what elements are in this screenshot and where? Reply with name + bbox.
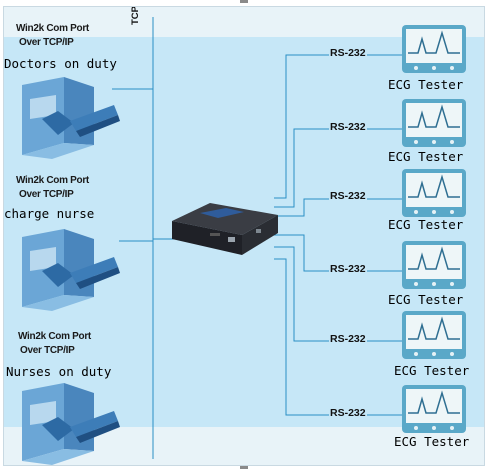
- tester-2-link-label: RS-232: [329, 121, 367, 133]
- tester-5-name: ECG Tester: [394, 363, 470, 378]
- ecg-monitor-icon-2: [402, 99, 466, 147]
- computer-icon-nurses: [22, 383, 120, 465]
- ecg-monitor-icon-5: [402, 311, 466, 359]
- bottom-handle: [240, 466, 248, 469]
- computer-3-port-line2: Over TCP/IP: [20, 345, 75, 356]
- network-diagram: TCP/IP Win2k Com Port Over TCP/IP Doctor…: [3, 6, 485, 466]
- tester-1-link-label: RS-232: [329, 47, 367, 59]
- computer-1-role: Doctors on duty: [4, 56, 117, 71]
- ecg-monitor-icon-3: [402, 169, 466, 217]
- tcpip-label: TCP/IP: [130, 6, 141, 25]
- computer-1-port-line2: Over TCP/IP: [19, 37, 74, 48]
- computer-icon-doctors: [22, 77, 120, 159]
- serial-device-server: [172, 203, 278, 255]
- computer-3-port-line1: Win2k Com Port: [18, 331, 91, 342]
- tester-6-link-label: RS-232: [329, 407, 367, 419]
- tester-5-link-label: RS-232: [329, 333, 367, 345]
- computer-3-role: Nurses on duty: [6, 364, 112, 379]
- computer-1-port-line1: Win2k Com Port: [16, 23, 89, 34]
- ecg-monitor-icon-6: [402, 385, 466, 433]
- tester-4-name: ECG Tester: [388, 292, 464, 307]
- computer-icon-charge-nurse: [22, 229, 120, 311]
- device-serial-label: RS-232: [329, 190, 367, 202]
- computer-2-role: charge nurse: [4, 206, 95, 221]
- tester-2-name: ECG Tester: [388, 149, 464, 164]
- ecg-monitor-icon-4: [402, 241, 466, 289]
- computer-2-port-line1: Win2k Com Port: [16, 175, 89, 186]
- computer-2-port-line2: Over TCP/IP: [19, 189, 74, 200]
- tester-6-name: ECG Tester: [394, 434, 470, 449]
- tester-5-link: [274, 246, 402, 342]
- connection-lines: [22, 17, 466, 465]
- tester-1-name: ECG Tester: [388, 77, 464, 92]
- tester-3-name: ECG Tester: [388, 217, 464, 232]
- top-handle: [240, 0, 248, 3]
- ecg-monitor-icon-1: [402, 25, 466, 73]
- tester-4-link-label: RS-232: [329, 263, 367, 275]
